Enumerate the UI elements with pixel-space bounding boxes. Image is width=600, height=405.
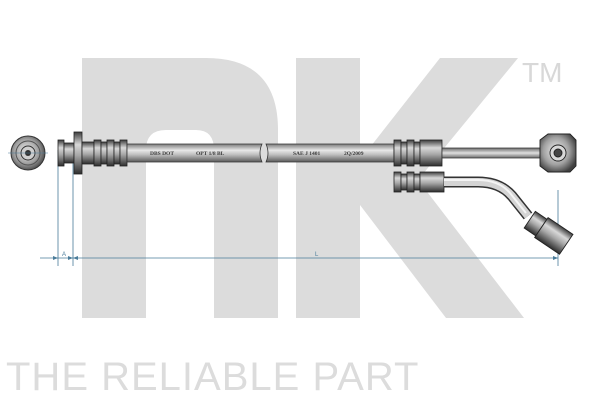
hose-marking-date: 2Q/2009 <box>344 151 364 157</box>
hose-marking-dot: DBS DOT <box>150 151 174 157</box>
upper-brake-pipe <box>441 147 541 159</box>
hose-marking-sae: SAE J 1401 <box>293 151 320 157</box>
lower-brake-pipe <box>444 176 533 220</box>
dimension-a-label: A <box>62 252 66 258</box>
right-upper-fitting <box>393 139 443 167</box>
hose-body <box>126 143 395 163</box>
right-lower-fitting <box>393 171 445 193</box>
trademark-label: TM <box>522 57 562 88</box>
left-fitting <box>57 131 128 175</box>
dimension-l-label: L <box>315 252 319 258</box>
dimension-lines <box>40 150 559 266</box>
banjo-fitting <box>539 133 577 173</box>
brand-tagline: THE RELIABLE PART <box>6 355 419 399</box>
hose-end-view <box>8 135 48 171</box>
hose-marking-opt: OPT 1/8 BL <box>196 151 225 157</box>
lower-pipe-nut <box>523 210 574 255</box>
nk-logo <box>82 58 524 318</box>
